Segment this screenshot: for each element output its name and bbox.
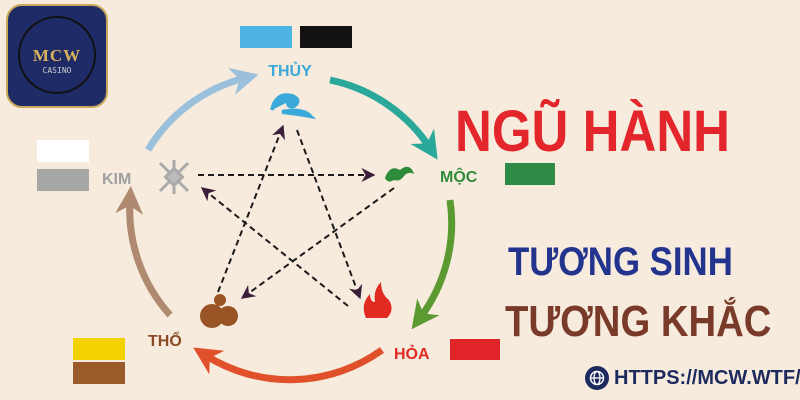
logo-ring (18, 16, 96, 94)
main-title: NGŨ HÀNH (455, 99, 731, 164)
label-thuy: THỦY (268, 61, 312, 80)
swatch-kim-2 (37, 169, 89, 191)
logo-sub: CASINO (42, 66, 72, 75)
water-cloud-icon (270, 93, 317, 120)
logo-brand: MCW (32, 46, 82, 65)
website-link[interactable]: HTTPS://MCW.WTF/ (585, 366, 800, 390)
swatch-thuy-2 (300, 26, 352, 48)
arc-moc-hoa (411, 199, 456, 330)
moc-to-tho (240, 187, 395, 299)
swatch-tho-2 (73, 362, 125, 384)
globe-icon (585, 366, 609, 390)
arc-tho-kim (115, 186, 173, 318)
metal-star-icon (158, 160, 190, 194)
arc-kim-thuy (144, 67, 259, 152)
arc-hoa-tho (193, 347, 385, 384)
subtitle-tuong-khac: TƯƠNG KHẮC (505, 297, 772, 346)
earth-swirl-icon (200, 294, 238, 328)
swatch-moc (505, 163, 555, 185)
arc-thuy-moc (329, 76, 438, 160)
fire-icon (363, 282, 392, 318)
label-hoa: HỎA (394, 344, 430, 363)
hoa-to-kim (200, 187, 349, 307)
mcw-casino-logo: MCW CASINO (6, 4, 108, 108)
swatch-tho-1 (73, 338, 125, 360)
swatch-kim-1 (37, 140, 89, 162)
url-text[interactable]: HTTPS://MCW.WTF/ (614, 366, 800, 389)
subtitle-tuong-sinh: TƯƠNG SINH (508, 240, 733, 284)
label-kim: KIM (102, 171, 131, 188)
swatch-thuy-1 (240, 26, 292, 48)
wood-leaf-icon (385, 166, 414, 182)
label-moc: MỘC (440, 167, 478, 186)
swatch-hoa (450, 339, 500, 360)
label-tho: THỔ (148, 331, 182, 350)
